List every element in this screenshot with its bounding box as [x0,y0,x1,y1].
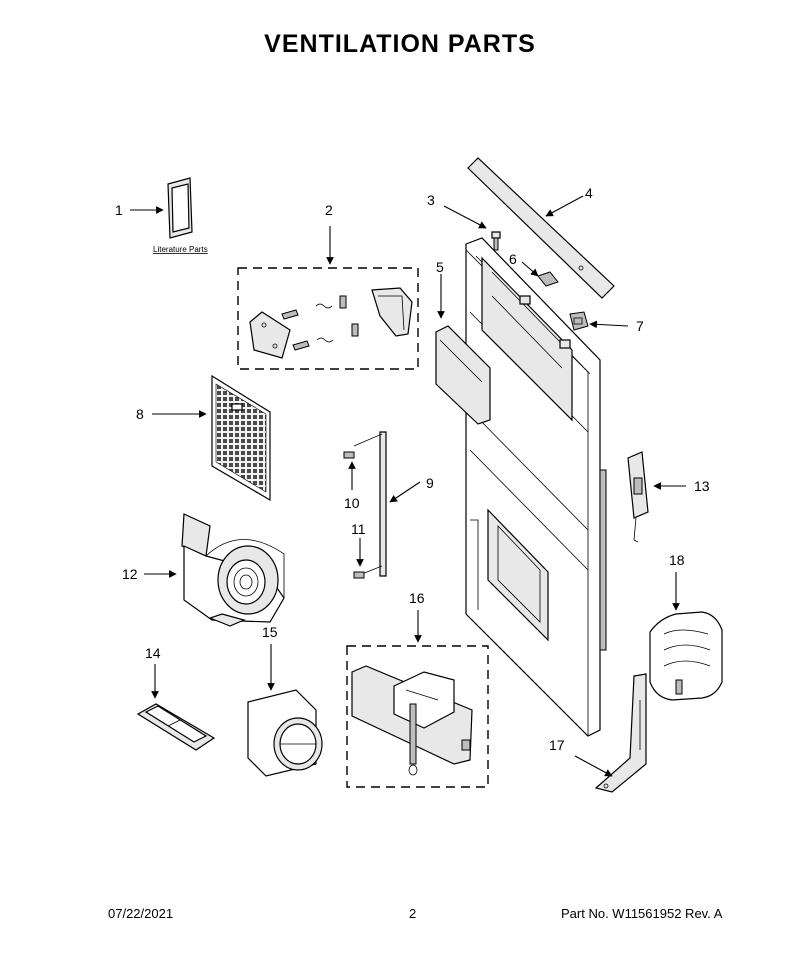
main-chassis-assembly [465,237,607,737]
literature-parts-label: Literature Parts [153,245,208,254]
part-15-damper [247,689,323,777]
part-10-bolt [343,451,355,459]
part-12-blower [181,513,285,627]
part-3-screw [491,231,501,251]
footer-page-number: 2 [409,906,417,921]
part-7-switch [569,311,589,331]
part-4-top-trim [467,157,615,299]
callout-15: 15 [262,624,278,640]
part-17-mounting-bracket [594,673,647,793]
callout-13: 13 [694,478,710,494]
part-16-motor-bracket [346,645,489,788]
callout-1: 1 [115,202,123,218]
callout-8: 8 [136,406,144,422]
part-18-charcoal-filter [649,611,723,701]
footer-part-number: Part No. W11561952 Rev. A [561,906,723,921]
callout-12: 12 [122,566,138,582]
part-11-bolt [353,571,365,579]
callout-7: 7 [636,318,644,334]
callout-9: 9 [426,475,434,491]
part-2-hardware-kit [237,267,419,370]
callout-17: 17 [549,737,565,753]
callout-18: 18 [669,552,685,568]
part-1-literature: Literature Parts [153,177,208,254]
callout-5: 5 [436,259,444,275]
part-8-grease-filter [211,374,271,502]
part-5-front-panel [435,325,491,425]
callout-16: 16 [409,590,425,606]
callout-3: 3 [427,192,435,208]
part-9-rod [353,431,387,577]
callout-2: 2 [325,202,333,218]
part-13-control-module [627,451,649,543]
page-title: VENTILATION PARTS [264,30,536,58]
part-14-tray [136,703,216,751]
footer-date: 07/22/2021 [108,906,174,921]
part-6-clip [537,271,559,287]
callout-4: 4 [585,185,593,201]
callout-10: 10 [344,495,360,511]
callout-14: 14 [145,645,161,661]
callout-6: 6 [509,251,517,267]
callout-11: 11 [351,521,366,537]
